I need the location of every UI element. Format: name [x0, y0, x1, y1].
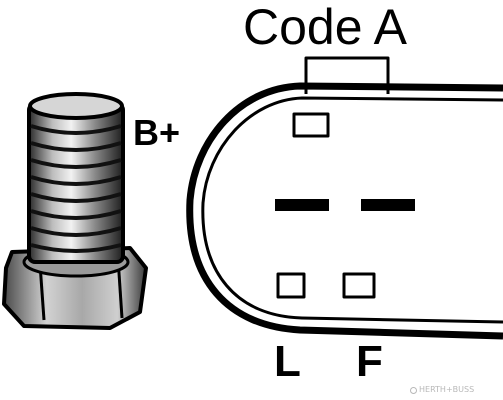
watermark-logo-icon: [410, 387, 417, 394]
f-terminal-label: F: [356, 337, 383, 386]
connector-housing: [186, 56, 503, 340]
b-plus-terminal-bolt: [2, 92, 148, 330]
code-a-label: Code A: [243, 0, 408, 55]
blade-contact-left: [275, 199, 329, 211]
code-key-tab: [304, 56, 390, 94]
housing-inner-outline: [201, 96, 503, 324]
code-pin-slot: [292, 112, 330, 138]
housing-outer-outline: [186, 82, 503, 340]
bolt-tip: [28, 92, 124, 120]
bolt-threads: [30, 124, 122, 253]
b-plus-label: B+: [133, 112, 181, 153]
f-pin-slot: [342, 272, 376, 299]
l-pin-slot: [276, 272, 306, 299]
l-terminal-label: L: [274, 337, 301, 386]
watermark: HERTH+BUSS: [419, 385, 475, 394]
blade-contact-right: [361, 199, 415, 211]
